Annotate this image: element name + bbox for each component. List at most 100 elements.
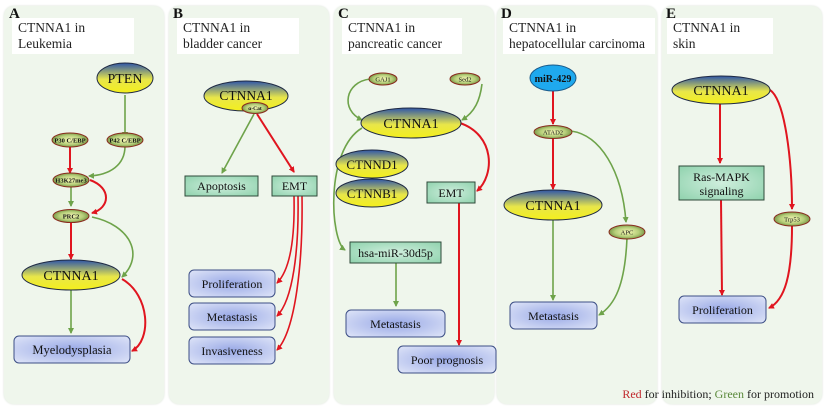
node-invasiveness	[188, 336, 276, 365]
panel-c-title-line1: CTNNA1 in	[348, 20, 416, 35]
panel-d-diagram: miR-429 ATAD2 CTNNA1 APC Metastasis	[503, 64, 646, 330]
node-sed2-label: Sed2	[459, 77, 472, 84]
edge-emt-invasiveness	[276, 195, 303, 351]
edge-apc-metastasis	[598, 237, 628, 316]
node-p30-cebp-label: P30 C/EBP	[54, 138, 85, 145]
edge-ctnna1-myelodysplasia-inhib	[121, 278, 147, 352]
panel-a-title: CTNNA1 in Leukemia	[12, 18, 134, 54]
node-gaj1-label: GAJ1	[375, 77, 390, 84]
node-h3k27me3	[52, 172, 90, 188]
panel-e-letter: E	[666, 6, 677, 22]
node-sed2	[449, 72, 481, 86]
panel-b-letter: B	[173, 6, 184, 22]
node-prc2-label: PRC2	[63, 214, 80, 221]
panel-e-title-line2: skin	[673, 36, 696, 51]
node-myelodysplasia-label: Myelodysplasia	[32, 343, 112, 357]
node-metastasis-c-label: Metastasis	[370, 317, 421, 331]
node-apoptosis-label: Apoptosis	[197, 179, 246, 193]
node-emt-c	[426, 181, 476, 204]
node-hsa-mir-30d5p-label: hsa-miR-30d5p	[358, 246, 433, 260]
panel-b-diagram: CTNNA1 α-Cat Apoptosis EMT Proliferation…	[184, 80, 318, 365]
node-proliferation-b-label: Proliferation	[202, 277, 263, 291]
node-proliferation-e-label: Proliferation	[692, 303, 753, 317]
node-metastasis-d	[509, 301, 598, 330]
node-trp53-label: Trp53	[784, 217, 800, 224]
node-atad2	[533, 125, 573, 139]
node-ctnnd1-label: CTNND1	[346, 157, 397, 172]
panel-c-title-line2: pancreatic cancer	[348, 36, 443, 51]
panel-a-title-line1: CTNNA1 in	[18, 20, 86, 35]
panel-d-title-line2: hepatocellular carcinoma	[509, 36, 646, 51]
edge-rasmapk-proliferation	[718, 199, 725, 296]
node-ctnna1-c-label: CTNNA1	[383, 117, 438, 132]
node-proliferation-b	[188, 269, 276, 298]
panel-e-title: CTNNA1 in skin	[667, 18, 773, 54]
panel-d-title: CTNNA1 in hepatocellular carcinoma	[503, 18, 655, 54]
node-ctnna1-a	[21, 259, 121, 291]
edge-ctnna1-mir30d5p	[332, 127, 363, 251]
node-trp53	[773, 211, 811, 227]
edge-trp53-proliferation	[768, 225, 793, 309]
panel-e-diagram: CTNNA1 Ras-MAPK signaling Trp53 Prolifer…	[671, 75, 811, 324]
edge-ctnna1-emt	[459, 122, 490, 192]
node-ctnnb1	[335, 178, 409, 208]
panel-d-letter: D	[501, 6, 512, 22]
node-ctnna1-b-label: CTNNA1	[219, 88, 272, 103]
legend: Red for inhibition; Green for promotion	[622, 387, 814, 402]
edge-acat-apoptosis	[221, 113, 255, 174]
panel-a-letter: A	[9, 6, 20, 22]
node-myelodysplasia	[13, 335, 131, 364]
edge-prc2-ctnna1-promo	[91, 216, 134, 278]
node-apc-label: APC	[621, 230, 634, 237]
panel-d-title-line1: CTNNA1 in	[509, 20, 577, 35]
node-pten-label: PTEN	[108, 72, 143, 87]
node-alpha-cat-label: α-Cat	[248, 106, 262, 112]
panel-e	[662, 6, 822, 404]
node-mir429-label: miR-429	[535, 74, 572, 85]
node-ctnnb1-label: CTNNB1	[347, 186, 398, 201]
edge-emt-proliferation	[276, 195, 295, 284]
edge-emt-metastasis	[276, 195, 299, 317]
node-metastasis-c	[345, 309, 446, 338]
edge-atad2-apc	[570, 130, 629, 223]
edge-ctnna1-trp53	[769, 89, 795, 210]
legend-green-desc: for promotion	[744, 387, 814, 401]
node-ctnnd1	[335, 149, 409, 179]
panel-a-title-line2: Leukemia	[18, 36, 72, 51]
edge-acat-emt	[256, 113, 295, 173]
panel-c-diagram: GAJ1 Sed2 CTNNA1 CTNND1 CTNNB1 EMT hsa-m…	[332, 72, 497, 374]
node-ras-mapk-label-line1: Ras-MAPK	[693, 170, 750, 184]
node-ctnna1-d	[503, 189, 603, 221]
node-ras-mapk-label-line2: signaling	[700, 184, 744, 198]
edge-h3k27me3-prc2-inhib	[89, 179, 107, 215]
node-proliferation-e	[678, 295, 767, 324]
panel-c-title: CTNNA1 in pancreatic cancer	[342, 18, 462, 54]
edge-gaj1-ctnna1	[347, 78, 371, 121]
node-pten	[96, 62, 154, 94]
legend-red-word: Red	[622, 387, 642, 401]
node-apoptosis	[184, 175, 259, 197]
panel-b-title-line1: CTNNA1 in	[183, 20, 251, 35]
node-emt-c-label: EMT	[438, 186, 464, 200]
node-p42-cebp	[106, 132, 144, 148]
node-mir429	[529, 64, 577, 92]
node-emt-b	[271, 175, 318, 197]
node-p42-cebp-label: P42 C/EBP	[109, 138, 140, 145]
panel-c-letter: C	[338, 6, 349, 22]
node-gaj1	[368, 72, 398, 86]
node-metastasis-b-label: Metastasis	[207, 310, 258, 324]
node-metastasis-d-label: Metastasis	[528, 309, 579, 323]
node-poor-prognosis	[397, 345, 497, 374]
node-ctnna1-c	[360, 107, 462, 139]
node-ctnna1-a-label: CTNNA1	[43, 269, 98, 284]
node-h3k27me3-label: H3K27me3	[55, 178, 87, 185]
edge-p42-h3k27me3	[88, 145, 126, 179]
node-alpha-cat	[241, 102, 269, 114]
node-ctnna1-e	[671, 75, 771, 105]
legend-red-desc: for inhibition;	[641, 387, 715, 401]
panel-b-title-line2: bladder cancer	[183, 36, 263, 51]
panel-a-diagram: PTEN P30 C/EBP P42 C/EBP H3K27me3 PRC2 C…	[13, 62, 154, 364]
node-emt-b-label: EMT	[282, 179, 308, 193]
node-atad2-label: ATAD2	[543, 130, 563, 137]
